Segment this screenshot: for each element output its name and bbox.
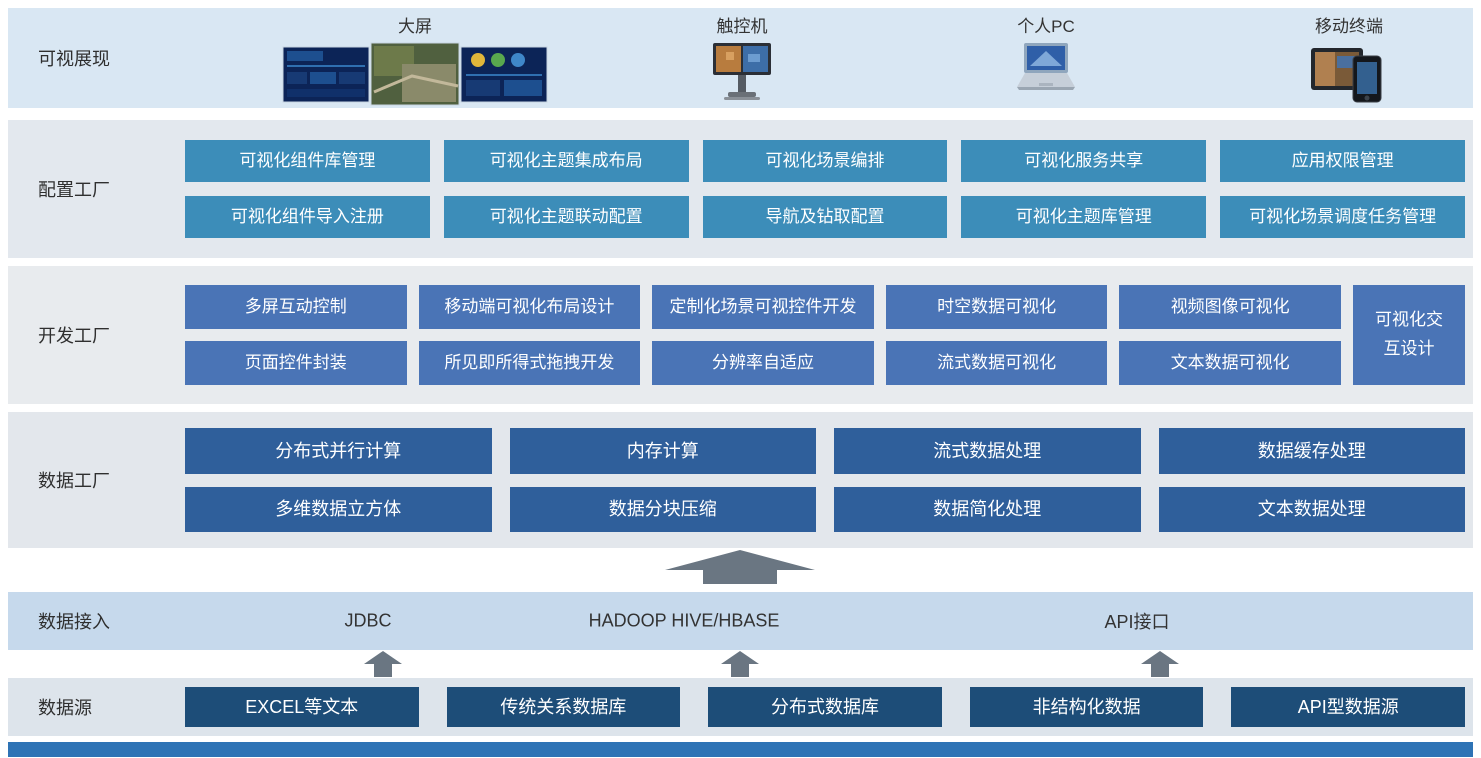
tablet-phone-image [1311, 48, 1382, 103]
device-mobile-terminal: 移动终端 [1305, 12, 1393, 104]
data-factory-item: 内存计算 [509, 428, 816, 474]
data-factory-item: 数据分块压缩 [509, 486, 816, 532]
device-personal-pc: 个人PC [1003, 12, 1089, 96]
device-label-touch-kiosk: 触控机 [716, 17, 768, 36]
dev-factory-item: 移动端可视化布局设计 [418, 285, 641, 329]
config-factory-item: 可视化服务共享 [961, 140, 1207, 182]
dev-factory-item: 分辨率自适应 [652, 341, 874, 385]
data-access-item-jdbc: JDBC [344, 610, 392, 631]
arrow-zone-large [0, 548, 1481, 592]
laptop-image [1017, 43, 1075, 90]
band-label-dev-factory: 开发工厂 [38, 326, 110, 346]
band-label-data-factory: 数据工厂 [38, 471, 110, 491]
data-source-item: 分布式数据库 [708, 687, 942, 727]
data-access-item-api: API接口 [1104, 612, 1170, 632]
device-label-mobile-terminal: 移动终端 [1315, 17, 1383, 36]
band-label-config-factory: 配置工厂 [38, 180, 110, 200]
band-visual-display: 可视展现 大屏 [8, 8, 1473, 108]
dev-factory-item: 定制化场景可视控件开发 [652, 285, 874, 329]
config-factory-item: 可视化组件库管理 [185, 140, 430, 182]
data-factory-item: 流式数据处理 [834, 428, 1141, 474]
up-arrow-small-icon [721, 651, 759, 677]
data-access-item-hadoop: HADOOP HIVE/HBASE [588, 610, 780, 631]
dev-factory-item: 所见即所得式拖拽开发 [418, 341, 641, 385]
big-screen-image [282, 42, 548, 106]
config-factory-item: 可视化场景调度任务管理 [1220, 196, 1465, 238]
data-source-content: EXCEL等文本 传统关系数据库 分布式数据库 非结构化数据 API型数据源 [185, 678, 1473, 736]
band-config-factory: 配置工厂 可视化组件库管理 可视化主题集成布局 可视化场景编排 可视化服务共享 … [8, 120, 1473, 258]
dev-factory-grid: 多屏互动控制 移动端可视化布局设计 定制化场景可视控件开发 时空数据可视化 视频… [185, 266, 1465, 404]
data-factory-item: 多维数据立方体 [185, 486, 492, 532]
data-factory-item: 文本数据处理 [1158, 486, 1465, 532]
dev-factory-item: 流式数据可视化 [885, 341, 1108, 385]
data-factory-item: 数据简化处理 [834, 486, 1141, 532]
data-access-content: JDBC HADOOP HIVE/HBASE API接口 [185, 592, 1473, 650]
dev-factory-item: 视频图像可视化 [1119, 285, 1341, 329]
dev-factory-item: 多屏互动控制 [185, 285, 407, 329]
config-factory-content: 可视化组件库管理 可视化主题集成布局 可视化场景编排 可视化服务共享 应用权限管… [185, 120, 1473, 258]
config-factory-item: 可视化主题联动配置 [443, 196, 689, 238]
band-label-visual-display: 可视展现 [38, 49, 110, 69]
device-big-screen: 大屏 [280, 12, 550, 108]
data-source-item: 传统关系数据库 [446, 687, 681, 727]
config-factory-item: 可视化主题库管理 [961, 196, 1207, 238]
dev-factory-item: 时空数据可视化 [885, 285, 1108, 329]
data-source-grid: EXCEL等文本 传统关系数据库 分布式数据库 非结构化数据 API型数据源 [185, 678, 1465, 736]
config-factory-item: 可视化主题集成布局 [443, 140, 689, 182]
visual-display-content: 大屏 [185, 8, 1473, 108]
dev-factory-item: 文本数据可视化 [1119, 341, 1341, 385]
dev-factory-item: 页面控件封装 [185, 341, 407, 385]
data-factory-item: 数据缓存处理 [1158, 428, 1465, 474]
band-data-access: 数据接入 JDBC HADOOP HIVE/HBASE API接口 [8, 592, 1473, 650]
touch-kiosk-image [713, 43, 771, 100]
bottom-accent-bar [8, 742, 1473, 757]
data-factory-content: 分布式并行计算 内存计算 流式数据处理 数据缓存处理 多维数据立方体 数据分块压… [185, 412, 1473, 548]
arrow-zone-small [0, 650, 1481, 678]
config-factory-grid: 可视化组件库管理 可视化主题集成布局 可视化场景编排 可视化服务共享 应用权限管… [185, 120, 1465, 258]
config-factory-item: 导航及钻取配置 [702, 196, 948, 238]
device-label-personal-pc: 个人PC [1017, 17, 1075, 36]
device-label-big-screen: 大屏 [398, 17, 432, 36]
config-factory-item: 应用权限管理 [1220, 140, 1465, 182]
config-factory-item: 可视化场景编排 [702, 140, 948, 182]
data-source-item: 非结构化数据 [969, 687, 1204, 727]
dev-factory-content: 多屏互动控制 移动端可视化布局设计 定制化场景可视控件开发 时空数据可视化 视频… [185, 266, 1473, 404]
band-data-source: 数据源 EXCEL等文本 传统关系数据库 分布式数据库 非结构化数据 API型数… [8, 678, 1473, 736]
up-arrow-large-icon [665, 550, 815, 584]
up-arrow-small-icon [364, 651, 402, 677]
band-label-data-source: 数据源 [38, 698, 92, 718]
up-arrow-small-icon [1141, 651, 1179, 677]
band-label-data-access: 数据接入 [38, 612, 110, 632]
band-data-factory: 数据工厂 分布式并行计算 内存计算 流式数据处理 数据缓存处理 多维数据立方体 … [8, 412, 1473, 548]
data-factory-item: 分布式并行计算 [185, 428, 492, 474]
data-source-item: EXCEL等文本 [185, 687, 419, 727]
data-factory-grid: 分布式并行计算 内存计算 流式数据处理 数据缓存处理 多维数据立方体 数据分块压… [185, 412, 1465, 548]
device-touch-kiosk: 触控机 [700, 12, 784, 102]
dev-factory-item-interaction-design: 可视化交互设计 [1353, 285, 1465, 385]
data-source-item: API型数据源 [1231, 687, 1465, 727]
band-dev-factory: 开发工厂 多屏互动控制 移动端可视化布局设计 定制化场景可视控件开发 时空数据可… [8, 266, 1473, 404]
config-factory-item: 可视化组件导入注册 [185, 196, 430, 238]
